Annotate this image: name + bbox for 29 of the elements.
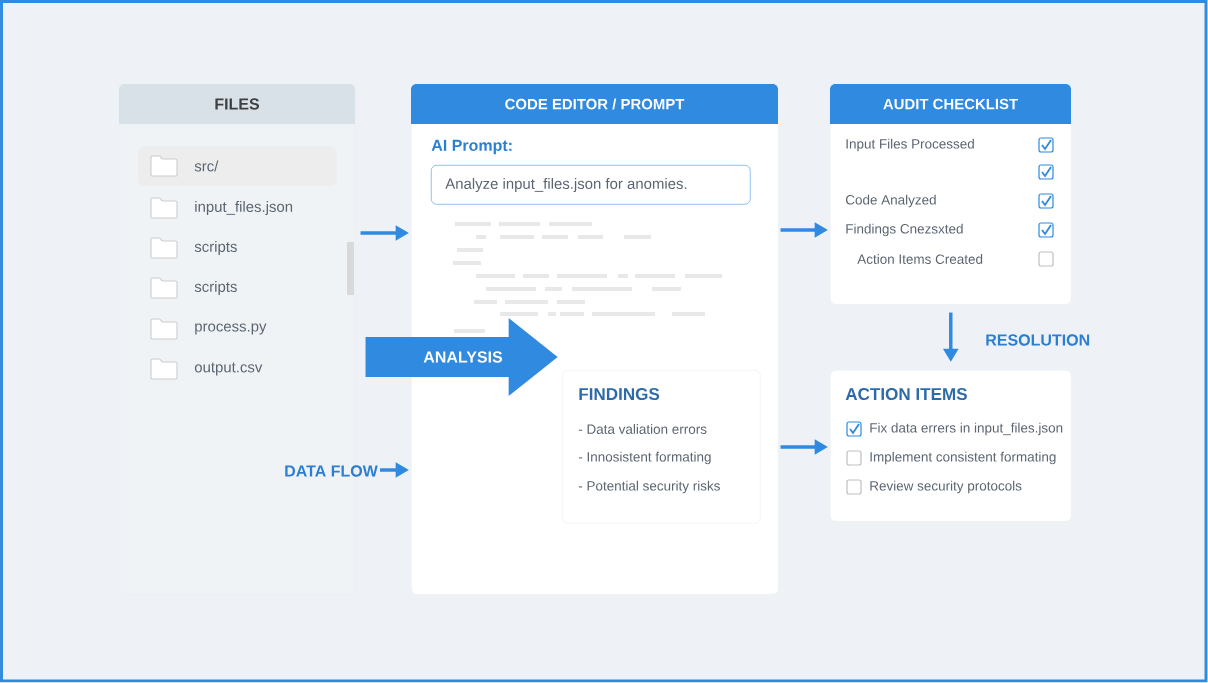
card-heading: ACTION ITEMS (845, 387, 967, 401)
action-item: Implement consistent formating (870, 451, 1056, 465)
prompt-field (431, 165, 751, 205)
edge-label: DATA FLOW (285, 465, 378, 477)
panel-heading: CODE EDITOR / PROMPT (505, 98, 685, 110)
file-name: process.py (195, 323, 267, 335)
action-items-card (830, 370, 1072, 522)
card-heading: FINDINGS (579, 387, 660, 401)
checklist-item: Action Items Created (857, 254, 983, 264)
panel-heading: AUDIT CHECKLIST (883, 98, 1018, 110)
action-item: Review security protocols (870, 480, 1022, 494)
action-item: Fix data errers in input_files.json (870, 422, 1063, 436)
file-name: output.csv (194, 362, 263, 376)
checklist-panel (830, 84, 1072, 305)
finding-item: - Innosistent formating (578, 451, 711, 465)
prompt-text: Analyze input_files.json for anomies. (445, 178, 687, 192)
checklist-item: Code Analyzed (845, 194, 936, 208)
finding-item: - Data valiation errors (578, 424, 707, 434)
finding-item: - Potential security risks (578, 480, 720, 494)
edge-label: RESOLUTION (986, 334, 1090, 346)
panel-heading: FILES (215, 98, 260, 110)
file-name: scripts (194, 281, 237, 295)
edge-label: ANALYSIS (423, 351, 503, 363)
file-name: src/ (194, 160, 219, 172)
checklist-item: Findings Cnezsxted (846, 223, 963, 237)
prompt-label: AI Prompt: (431, 139, 512, 155)
file-name: scripts (194, 241, 237, 255)
file-name: input_files.json (195, 201, 293, 215)
checklist-item: Input Files Processed (846, 138, 974, 152)
